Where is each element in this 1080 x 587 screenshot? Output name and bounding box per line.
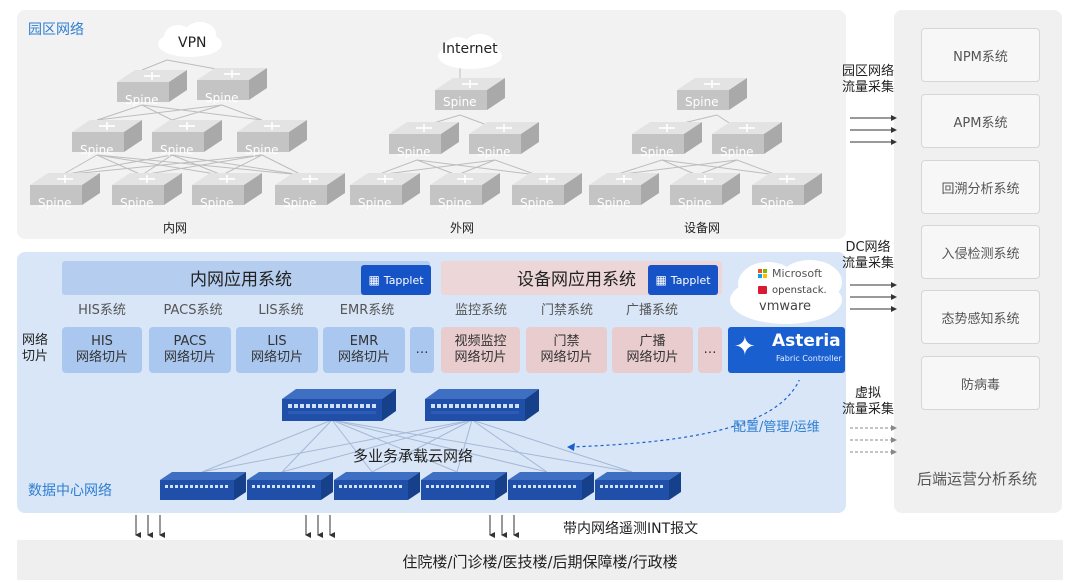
spine-label: Spine <box>678 196 712 210</box>
asteria-brand: Asteria <box>772 331 841 351</box>
campus-links <box>61 59 778 176</box>
leaf-switch-icon <box>160 472 246 500</box>
spine-label: Spine <box>205 91 239 105</box>
spine-label: Spine <box>120 196 154 210</box>
spine-label: Spine <box>397 145 431 159</box>
extranet-label: 外网 <box>449 221 474 235</box>
tapplet-grid-icon: ▦ <box>368 273 380 287</box>
video-slice: 视频监控网络切片 <box>441 327 520 373</box>
spine-label: Spine <box>477 145 511 159</box>
pacs-system-label: PACS系统 <box>163 303 223 318</box>
situational-awareness-system: 态势感知系统 <box>921 290 1040 344</box>
datacenter-title: 数据中心网络 <box>28 483 112 499</box>
spine-label: Spine <box>520 196 554 210</box>
more-device-slices: … <box>698 327 722 373</box>
leaf-switch-icon <box>421 472 507 500</box>
spine-label: Spine <box>245 143 279 157</box>
spine-label: Spine <box>640 145 674 159</box>
tapplet-grid-icon: ▦ <box>655 273 667 287</box>
int-arrows <box>135 515 519 538</box>
spine-label: Spine <box>760 196 794 210</box>
broadcast-slice: 广播网络切片 <box>612 327 693 373</box>
controller-link-arrow <box>568 380 800 448</box>
openstack-label: openstack. <box>772 285 827 296</box>
vendor-cloud-icon <box>730 260 842 324</box>
monitor-system-label: 监控系统 <box>454 303 507 318</box>
ids-system: 入侵检测系统 <box>921 225 1040 279</box>
leaf-switch-icon <box>247 472 333 500</box>
core-switch-icon <box>425 389 539 421</box>
device-network-label: 设备网 <box>683 221 720 235</box>
spine-label: Spine <box>438 196 472 210</box>
vmware-label: vmware <box>759 299 812 314</box>
buildings-bar <box>17 540 1063 580</box>
cloud-network-links <box>201 419 633 473</box>
spine-label: Spine <box>283 196 317 210</box>
vpn-label: VPN <box>178 35 207 51</box>
dc-flow-arrows <box>850 282 897 312</box>
campus-topology: Spine Spine Spine Spine Spine Spine Spin… <box>29 22 823 210</box>
antivirus-system: 防病毒 <box>921 356 1040 410</box>
spine-label: Spine <box>358 196 392 210</box>
retrospective-system: 回溯分析系统 <box>921 160 1040 214</box>
internal-apps-title: 内网应用系统 <box>190 270 292 290</box>
buildings-label: 住院楼/门诊楼/医技楼/后期保障楼/行政楼 <box>402 553 678 571</box>
spine-label: Spine <box>685 95 719 109</box>
cloud-network-label: 多业务承载云网络 <box>353 447 474 465</box>
asteria-sub: Fabric Controller <box>776 354 842 363</box>
campus-flow-arrows <box>850 115 897 145</box>
spine-label: Spine <box>597 196 631 210</box>
access-system-label: 门禁系统 <box>540 303 593 318</box>
npm-system: NPM系统 <box>921 28 1040 82</box>
microsoft-label: Microsoft <box>772 267 823 280</box>
spine-label: Spine <box>125 93 159 107</box>
spine-label: Spine <box>160 143 194 157</box>
tapplet-badge: ▦ Tapplet <box>361 265 431 295</box>
spine-label: Spine <box>443 95 477 109</box>
leaf-switch-icon <box>508 472 594 500</box>
spine-label: Spine <box>38 196 72 210</box>
config-label: 配置/管理/运维 <box>733 420 820 435</box>
asteria-star-icon: ✦ <box>734 332 756 362</box>
leaf-switch-icon <box>595 472 681 500</box>
virtual-flow-arrows <box>850 425 897 455</box>
internet-label: Internet <box>442 41 498 57</box>
core-switch-icon <box>282 389 396 421</box>
access-slice: 门禁网络切片 <box>526 327 607 373</box>
device-apps-title: 设备网应用系统 <box>517 270 636 290</box>
tapplet-badge: ▦ Tapplet <box>648 265 718 295</box>
broadcast-system-label: 广播系统 <box>625 303 678 318</box>
campus-flow-label: 园区网络 流量采集 <box>841 64 894 95</box>
flow-arrows <box>850 115 897 455</box>
cloud-network-topology <box>160 380 800 500</box>
backend-title: 后端运营分析系统 <box>917 470 1038 488</box>
his-system-label: HIS系统 <box>78 303 126 318</box>
emr-system-label: EMR系统 <box>339 303 395 318</box>
apm-system: APM系统 <box>921 94 1040 148</box>
spine-label: Spine <box>80 143 114 157</box>
more-internal-slices: … <box>410 327 434 373</box>
slice-row-label: 网络 切片 <box>22 333 49 364</box>
lis-system-label: LIS系统 <box>258 303 304 318</box>
intranet-label: 内网 <box>162 221 187 235</box>
campus-title: 园区网络 <box>28 22 84 38</box>
dc-flow-label: DC网络 流量采集 <box>841 240 894 271</box>
datacenter-network-panel <box>17 252 846 513</box>
virtual-flow-label: 虚拟 流量采集 <box>841 386 894 417</box>
asteria-controller-box <box>728 327 845 373</box>
spine-label: Spine <box>200 196 234 210</box>
leaf-switch-icon <box>334 472 420 500</box>
int-label: 带内网络遥测INT报文 <box>563 521 699 537</box>
spine-label: Spine <box>720 145 754 159</box>
